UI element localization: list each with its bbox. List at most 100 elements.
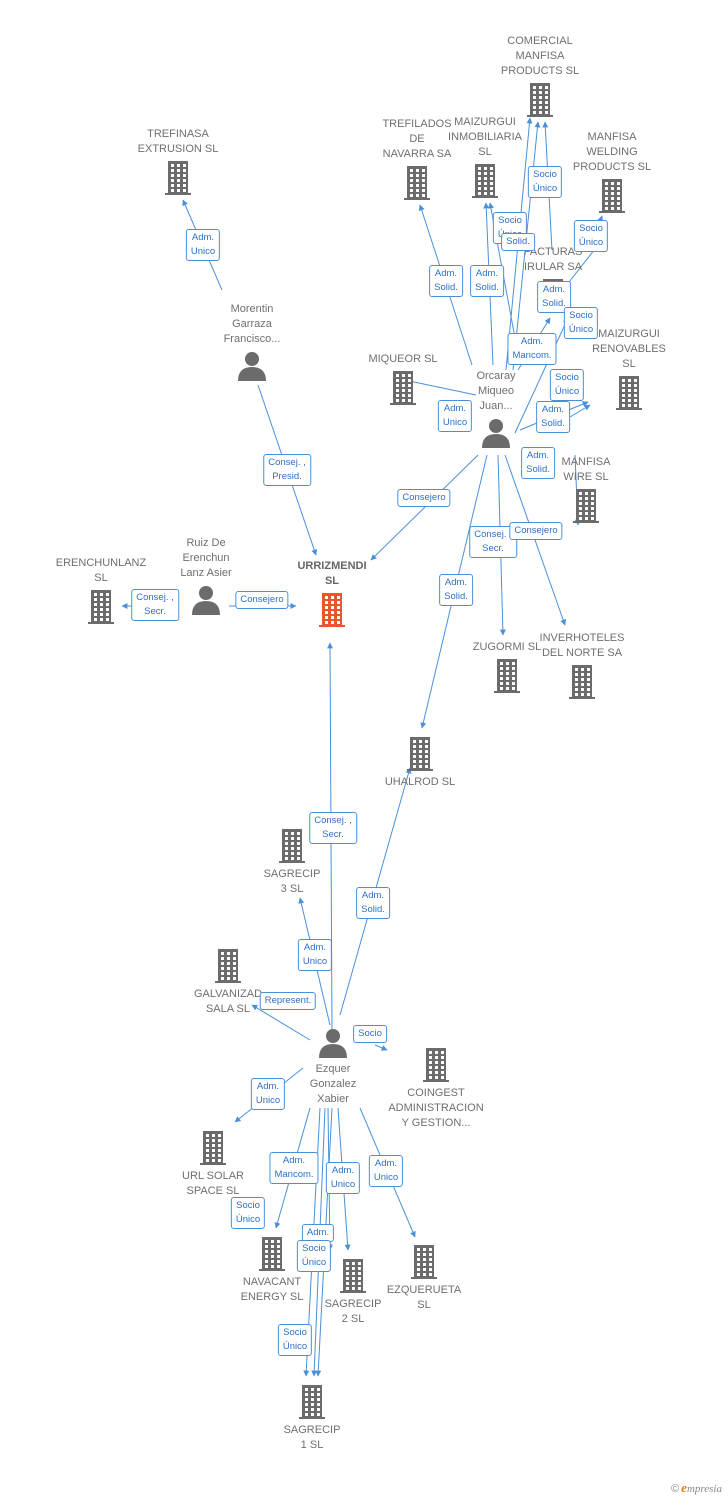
relation-label-line: Adm. bbox=[444, 577, 468, 588]
node-label-line: WIRE SL bbox=[563, 471, 609, 483]
node-label-line: MAIZURGUI bbox=[598, 328, 660, 340]
relation-label[interactable]: Consejero bbox=[397, 489, 451, 507]
building-icon[interactable] bbox=[573, 489, 599, 528]
building-icon[interactable] bbox=[319, 593, 345, 632]
building-icon[interactable] bbox=[616, 376, 642, 415]
relation-label-line: Adm. bbox=[475, 268, 499, 279]
node-label-uhalrod[interactable]: UHALROD SL bbox=[385, 775, 455, 790]
building-icon[interactable] bbox=[215, 949, 241, 988]
relation-label[interactable]: Adm.Solid. bbox=[429, 265, 463, 297]
node-label-line: INMOBILIARIA bbox=[448, 131, 522, 143]
node-label-line: Morentin bbox=[230, 303, 274, 315]
relation-label[interactable]: Adm.Unico bbox=[368, 1155, 404, 1187]
node-label-line: SL bbox=[622, 358, 636, 370]
relation-label[interactable]: Socio bbox=[353, 1025, 387, 1043]
relation-label[interactable]: Represent. bbox=[259, 992, 317, 1010]
node-label-zugormi[interactable]: ZUGORMI SL bbox=[473, 640, 541, 655]
person-icon[interactable] bbox=[318, 1028, 348, 1063]
building-icon[interactable] bbox=[599, 179, 625, 218]
relation-label[interactable]: Adm.Solid. bbox=[521, 447, 555, 479]
building-icon[interactable] bbox=[279, 829, 305, 868]
relation-label-line: Mancom. bbox=[512, 350, 552, 361]
building-icon[interactable] bbox=[165, 161, 191, 200]
relation-label[interactable]: Adm.Mancom. bbox=[269, 1152, 319, 1184]
person-icon[interactable] bbox=[481, 418, 511, 453]
relation-label[interactable]: Consej. ,Secr. bbox=[131, 589, 179, 621]
node-label-line: MANFISA bbox=[587, 131, 637, 143]
relation-label[interactable]: Consej. ,Secr. bbox=[309, 812, 357, 844]
relation-label[interactable]: Adm.Solid. bbox=[536, 401, 570, 433]
relation-label[interactable]: Adm.Unico bbox=[297, 939, 333, 971]
building-icon[interactable] bbox=[494, 659, 520, 698]
person-icon[interactable] bbox=[191, 585, 221, 620]
relation-label[interactable]: Adm.Unico bbox=[325, 1162, 361, 1194]
building-icon[interactable] bbox=[390, 371, 416, 410]
relation-label[interactable]: Adm.Solid. bbox=[356, 887, 390, 919]
relation-label[interactable]: Consej. ,Secr. bbox=[469, 526, 517, 558]
building-icon[interactable] bbox=[472, 164, 498, 203]
relation-label[interactable]: Solid. bbox=[501, 233, 535, 251]
relation-label-line: Solid. bbox=[434, 282, 458, 293]
relation-label[interactable]: Adm.Solid. bbox=[439, 574, 473, 606]
relation-label[interactable]: Adm. bbox=[301, 1224, 335, 1242]
building-icon[interactable] bbox=[88, 590, 114, 629]
node-label-line: INVERHOTELES bbox=[539, 632, 625, 644]
relation-label[interactable]: Consej. ,Presid. bbox=[263, 454, 311, 486]
relation-label[interactable]: Adm.Unico bbox=[185, 229, 221, 261]
building-icon[interactable] bbox=[200, 1131, 226, 1170]
building-icon[interactable] bbox=[299, 1385, 325, 1424]
relation-label-line: Adm. bbox=[191, 232, 215, 243]
relation-label[interactable]: Consejero bbox=[509, 522, 563, 540]
relation-label-line: Solid. bbox=[542, 298, 566, 309]
node-label-line: SL bbox=[417, 1299, 431, 1311]
building-icon[interactable] bbox=[259, 1237, 285, 1276]
person-icon[interactable] bbox=[237, 351, 267, 386]
node-label-miqueor[interactable]: MIQUEOR SL bbox=[368, 352, 437, 367]
building-icon[interactable] bbox=[411, 1245, 437, 1284]
relation-label[interactable]: Adm.Solid. bbox=[537, 281, 571, 313]
relation-label[interactable]: Adm.Unico bbox=[250, 1078, 286, 1110]
relation-label[interactable]: Consejero bbox=[235, 591, 289, 609]
relation-label[interactable]: Adm.Unico bbox=[437, 400, 473, 432]
relation-label[interactable]: Adm.Solid. bbox=[470, 265, 504, 297]
building-icon[interactable] bbox=[404, 166, 430, 205]
building-icon[interactable] bbox=[423, 1048, 449, 1087]
relation-label-line: Socio bbox=[302, 1243, 326, 1254]
building-icon[interactable] bbox=[407, 737, 433, 776]
building-icon[interactable] bbox=[527, 83, 553, 122]
building-icon[interactable] bbox=[569, 665, 595, 704]
relation-label[interactable]: Adm.Mancom. bbox=[507, 333, 557, 365]
node-label-line: Miqueo bbox=[477, 385, 515, 397]
building-icon[interactable] bbox=[340, 1259, 366, 1298]
